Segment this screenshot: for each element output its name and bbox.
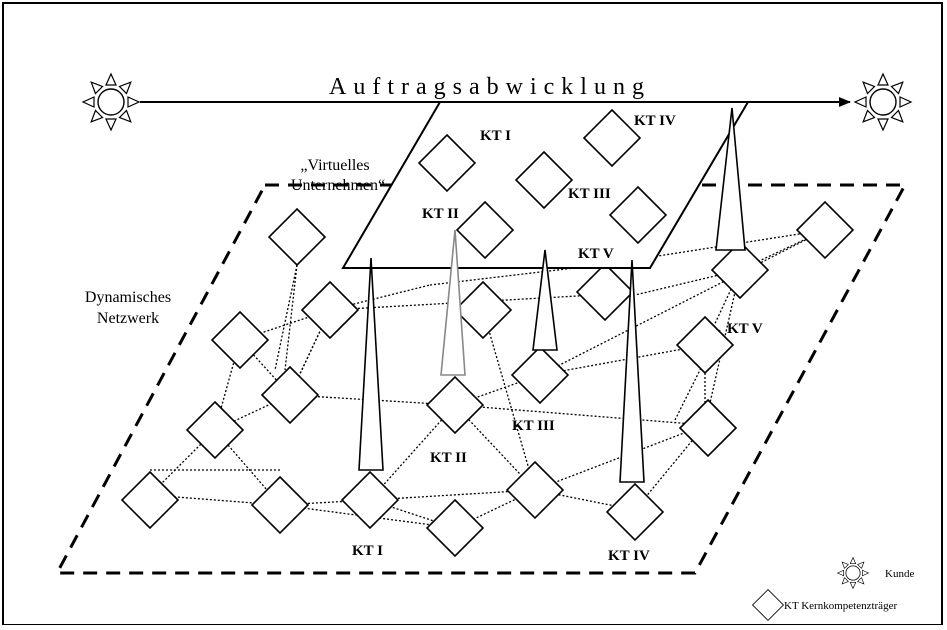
virtual-kt-iii-label: KT III <box>568 186 611 202</box>
diagram-title: Auftragsabwicklung <box>329 74 651 100</box>
network-kt-v-label: KT V <box>727 321 763 337</box>
virtual-kt-ii-label: KT II <box>422 206 459 222</box>
network-kt-iii-label: KT III <box>512 418 555 434</box>
network-node <box>186 401 244 459</box>
network-kt-i-label: KT I <box>352 543 383 559</box>
spike-kt-iv <box>619 259 645 483</box>
virtual-enterprise-label-1: „Virtuelles <box>300 157 369 174</box>
legend-diamond-icon <box>752 589 784 621</box>
spike-kt-v <box>715 107 746 251</box>
network-node <box>341 471 399 529</box>
network-node <box>506 461 564 519</box>
virtual-kt-i-label: KT I <box>480 128 511 144</box>
network-node <box>301 281 359 339</box>
network-node <box>211 311 269 369</box>
network-node <box>268 208 326 266</box>
network-label-1: Dynamisches <box>85 289 171 306</box>
network-node <box>121 471 179 529</box>
customer-end-sun-icon <box>854 73 912 131</box>
network-node <box>251 476 309 534</box>
network-node <box>676 316 734 374</box>
spike-kt-iii <box>532 249 558 351</box>
virtual-kt-v-label: KT V <box>578 246 614 262</box>
network-node <box>426 376 484 434</box>
network-node <box>679 399 737 457</box>
network-node <box>454 281 512 339</box>
network-node <box>426 499 484 557</box>
network-label-2: Netzwerk <box>97 310 159 327</box>
legend: Kunde KT Kernkompetenzträger <box>752 557 914 621</box>
customer-start-sun-icon <box>82 73 140 131</box>
network-node <box>261 366 319 424</box>
spike-kt-ii <box>440 229 466 376</box>
legend-sun-icon <box>837 557 869 589</box>
network-node <box>796 201 854 259</box>
network-node <box>606 483 664 541</box>
connection-spikes <box>358 107 746 483</box>
network-node <box>576 263 634 321</box>
legend-kt-label: KT Kernkompetenzträger <box>784 600 897 612</box>
network-node <box>511 346 569 404</box>
spike-kt-i <box>358 257 384 471</box>
virtual-kt-iv-label: KT IV <box>634 113 676 129</box>
network-kt-ii-label: KT II <box>430 450 467 466</box>
legend-kunde-label: Kunde <box>885 568 914 580</box>
virtual-enterprise-label-2: Unternehmen“ <box>291 177 385 194</box>
network-kt-iv-label: KT IV <box>608 548 650 564</box>
